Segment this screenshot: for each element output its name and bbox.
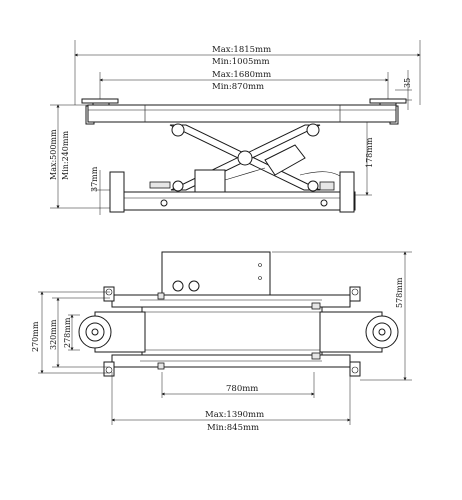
min-height-label: Min:240mm <box>61 131 70 180</box>
base-frame <box>109 171 356 213</box>
depth-dimension: 578mm <box>272 251 412 381</box>
base-height-label: 37mm <box>90 166 99 192</box>
depth-label: 578mm <box>395 277 404 308</box>
lift-label: 178mm <box>365 137 374 168</box>
length-dimension: Max:1390mm Min:845mm <box>111 372 351 433</box>
max-height-label: Max:500mm <box>49 129 58 180</box>
left-dimensions: 270mm 320mm 278mm <box>31 291 110 374</box>
max-pad-span-label: Max:1680mm <box>212 70 271 80</box>
dim-270-label: 270mm <box>31 321 40 352</box>
fittings <box>157 292 321 370</box>
max-length-label: Max:1390mm <box>205 410 264 420</box>
min-width-label: Min:1005mm <box>212 57 270 67</box>
dim-780: 780mm <box>161 372 315 398</box>
width-dimensions: Max:1815mm Min:1005mm Max:1680mm Min:870… <box>74 40 421 110</box>
center-body <box>141 306 323 356</box>
dim-780-label: 780mm <box>226 384 258 394</box>
min-length-label: Min:845mm <box>207 423 259 433</box>
dim-278-label: 278mm <box>63 317 72 348</box>
hydraulic-cylinder <box>194 144 346 193</box>
left-arm <box>78 286 146 377</box>
pad-height-label: 35 <box>403 78 412 88</box>
top-beam <box>87 104 397 123</box>
min-pad-span-label: Min:870mm <box>212 82 264 92</box>
dim-320-label: 320mm <box>49 319 58 350</box>
top-view: 578mm 270mm 320mm 278mm 780mm <box>31 251 412 433</box>
right-arm <box>319 286 399 377</box>
side-view: Max:1815mm Min:1005mm Max:1680mm Min:870… <box>49 40 421 215</box>
max-width-label: Max:1815mm <box>212 45 271 55</box>
